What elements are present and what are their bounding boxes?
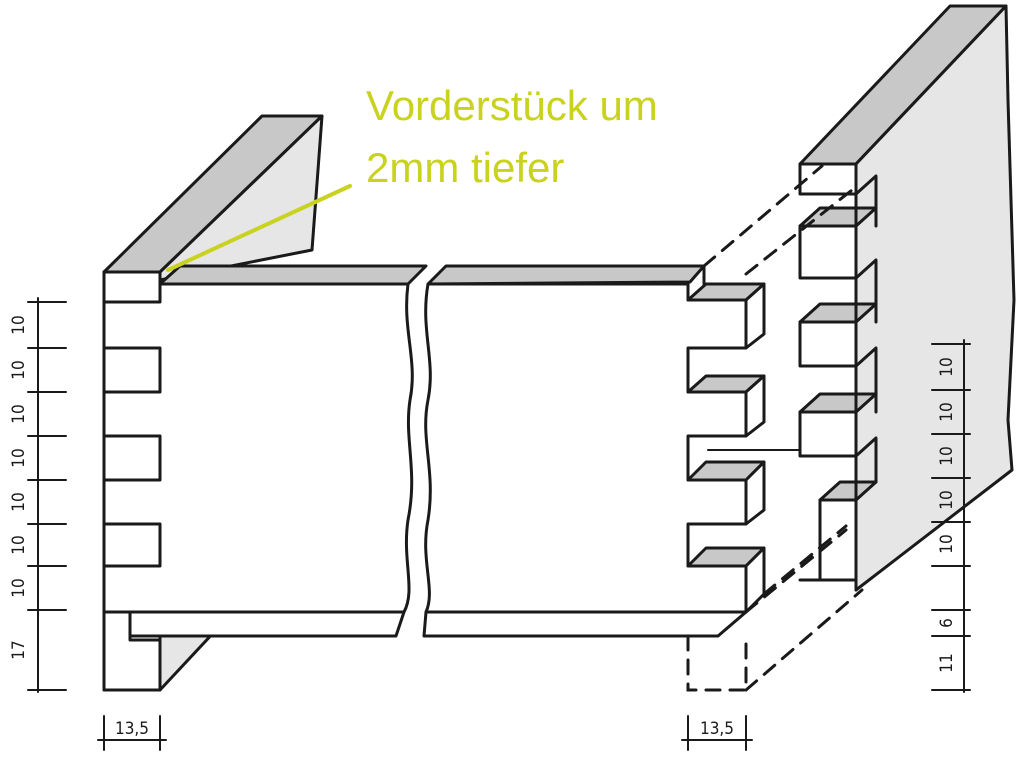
right-dim-label: 10 <box>937 357 957 376</box>
right-socket-1 <box>798 162 858 196</box>
left-dim-label: 10 <box>9 578 29 597</box>
right-dim-label: 10 <box>937 402 957 421</box>
right-pin-3 <box>798 410 858 458</box>
right-pin-4 <box>818 498 858 582</box>
front-panel-bottom-left <box>102 610 406 638</box>
left-board-shadow <box>158 628 218 692</box>
hidden-lines <box>686 164 864 692</box>
bottom-dimensions: 13,5 13,5 <box>97 715 753 751</box>
annotation-line-1: Vorderstück um <box>366 82 658 129</box>
annotation-leader-line <box>166 184 352 272</box>
bottom-right-dim-label: 13,5 <box>700 719 734 739</box>
right-pin-1 <box>798 224 858 280</box>
tail-side-2 <box>744 374 766 438</box>
front-panel-top-right <box>426 264 706 286</box>
tail-side-1 <box>744 282 766 350</box>
right-dimension-chain: 10 10 10 10 10 6 11 <box>931 339 971 693</box>
dash-bottom-3 <box>744 588 864 692</box>
left-dim-label: 10 <box>9 315 29 334</box>
annotation-line-2: 2mm tiefer <box>366 144 564 191</box>
front-panel-top-left <box>158 264 428 286</box>
dash-right-foot <box>686 634 748 692</box>
right-dim-label: 6 <box>937 618 957 628</box>
left-dim-label: 10 <box>9 492 29 511</box>
left-dim-label: 10 <box>9 360 29 379</box>
right-dim-label: 10 <box>937 534 957 553</box>
right-dim-label: 10 <box>937 490 957 509</box>
right-dim-label: 10 <box>937 446 957 465</box>
dash-bottom-2 <box>762 524 848 596</box>
right-side-board <box>798 4 1016 592</box>
left-dim-label: 10 <box>9 404 29 423</box>
front-panel-bottom-right <box>422 610 748 638</box>
right-pin-2 <box>798 320 858 368</box>
dash-bottom-1 <box>744 528 848 614</box>
front-panel-right-face <box>424 282 748 614</box>
left-dim-label: 10 <box>9 448 29 467</box>
left-dim-label: 10 <box>9 535 29 554</box>
front-panel-tails <box>686 264 801 614</box>
tail-side-3 <box>744 460 766 526</box>
right-board-inner-face <box>854 4 1016 592</box>
left-dimension-chain: 10 10 10 10 10 10 10 17 <box>9 297 67 693</box>
left-dim-label: 17 <box>9 640 29 659</box>
bottom-left-dim-label: 13,5 <box>115 719 149 739</box>
front-panel-left-face <box>102 282 414 614</box>
dash-top-2 <box>744 188 854 276</box>
front-panel <box>102 264 748 638</box>
right-dim-label: 11 <box>937 653 957 672</box>
right-socket-recesses <box>854 174 878 484</box>
dash-top-1 <box>702 164 824 268</box>
